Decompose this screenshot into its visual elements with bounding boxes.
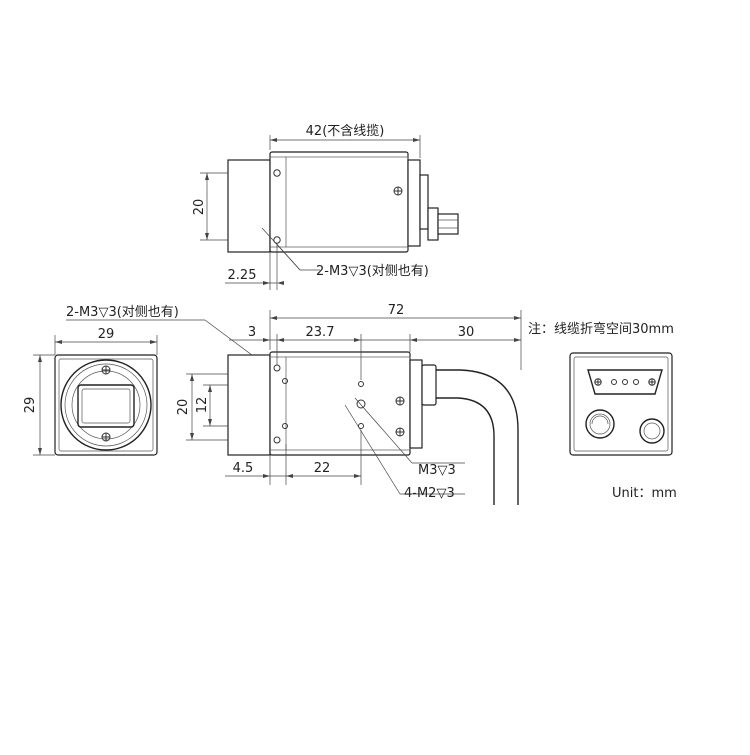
m2-callout: 4-M2▽3 [404,486,455,501]
dim-3-label: 3 [248,325,256,340]
cable-bend-note: 注：线缆折弯空间30mm [528,321,674,337]
io-connector [587,369,663,395]
sensor-window [77,384,135,428]
front-view: 29 29 2-M3▽3(对侧也有) [23,305,273,456]
front-view-hole-callout: 2-M3▽3(对侧也有) [66,305,179,320]
dim-length-label: 42(不含线揽) [306,123,385,139]
connector-pin-icon [633,379,639,385]
top-view-back-plate [407,159,421,247]
mount-hole-icon [356,399,366,409]
dim-23-7-label: 23.7 [306,325,335,340]
mount-hole-icon [358,381,364,387]
cable-inner [436,397,495,505]
mount-hole-icon [282,423,288,429]
dim-12-label: 12 [195,397,210,414]
side-view-front-block [227,354,271,456]
mount-hole-icon [273,436,281,444]
top-view-connector [427,207,439,241]
side-view-back-plate [409,359,423,449]
side-view: 72 3 23.7 30 20 12 [176,303,674,505]
power-port-icon [639,418,665,444]
side-view-body [269,351,411,456]
rear-view-housing [569,352,673,456]
unit-label: Unit：mm [612,486,677,501]
dim-height-label: 29 [23,397,38,414]
dim-20-label: 20 [176,399,191,416]
connector-screw-icon [594,378,602,386]
mount-hole-icon [273,236,281,244]
rear-view: Unit：mm [569,352,677,501]
dim-30-label: 30 [458,325,475,340]
connector-pin-icon [622,379,628,385]
dim-width-label: 29 [98,327,115,342]
top-view-cable-stub [437,213,459,235]
top-view-body [269,151,409,253]
top-view-connector-base [419,174,429,230]
mount-hole-icon [282,378,288,384]
dim-height-label: 20 [192,199,207,216]
lens-mount-ring [60,359,152,451]
mount-hole-icon [273,169,281,177]
cable-outer [436,369,519,505]
connector-pin-icon [611,379,617,385]
dim-4-5-label: 4.5 [233,461,254,476]
connector-screw-icon [648,378,656,386]
m3-callout: M3▽3 [418,463,456,478]
top-view-front-block [227,159,271,253]
front-view-housing [54,354,158,456]
top-view: 42(不含线揽) 20 2.25 2-M3▽3(对侧也有) [192,123,459,290]
top-view-hole-callout: 2-M3▽3(对侧也有) [316,264,429,279]
dim-total-label: 72 [388,303,405,318]
dim-22-label: 22 [314,461,331,476]
network-port-icon [585,409,615,439]
cable-gland [421,364,437,406]
mount-hole-icon [358,423,364,429]
dim-offset-label: 2.25 [228,268,257,283]
